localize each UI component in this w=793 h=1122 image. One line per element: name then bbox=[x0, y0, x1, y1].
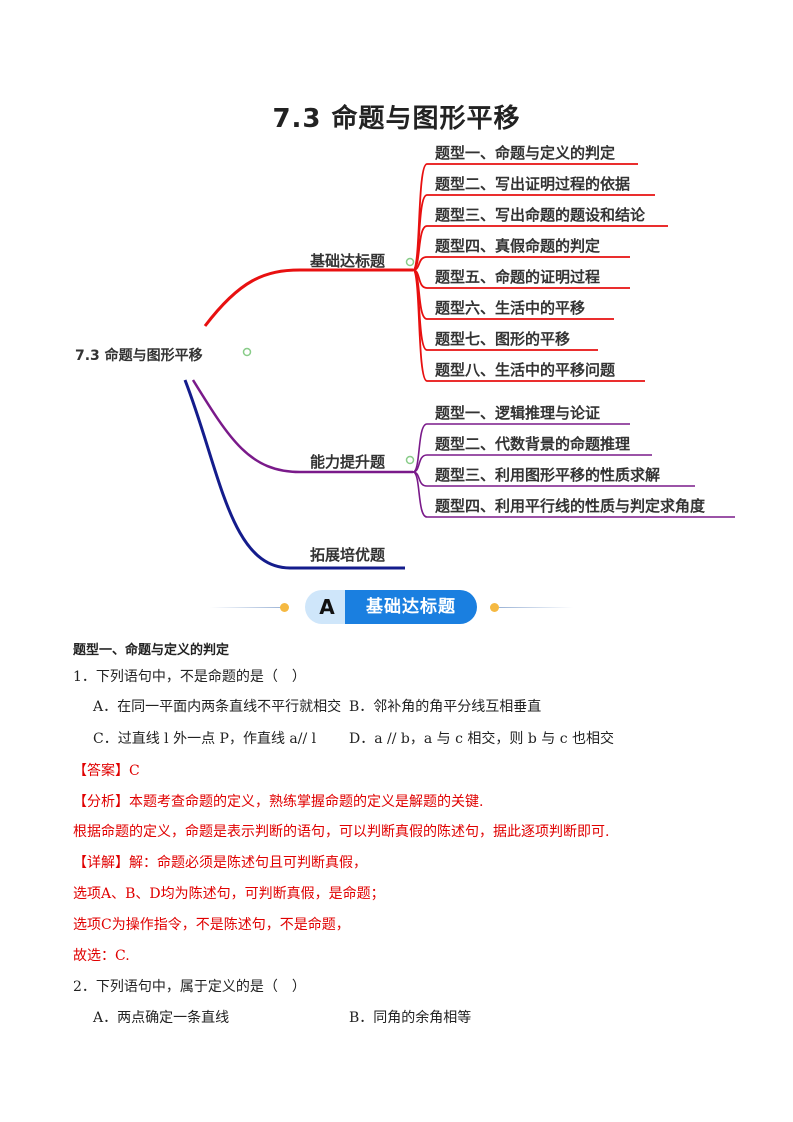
option-b: B．邻补角的角平分线互相垂直 bbox=[349, 699, 542, 715]
mindmap-leaf: 题型四、真假命题的判定 bbox=[435, 237, 601, 255]
detail: 【详解】解：命题必须是陈述句且可判断真假， bbox=[73, 855, 367, 871]
mindmap-leaf: 题型八、生活中的平移问题 bbox=[435, 361, 616, 379]
mindmap-root: 7.3 命题与图形平移 bbox=[75, 348, 203, 364]
mindmap-leaf: 题型二、写出证明过程的依据 bbox=[435, 175, 631, 193]
analysis-text: 根据命题的定义，命题是表示判断的语句，可以判断真假的陈述句，据此逐项判断即可. bbox=[73, 824, 610, 840]
option-a: A．两点确定一条直线 bbox=[93, 1010, 230, 1026]
mindmap-leaf: 题型四、利用平行线的性质与判定求角度 bbox=[435, 497, 706, 515]
branch-line-basic bbox=[203, 268, 413, 327]
option-d: D．a // b，a 与 c 相交，则 b 与 c 也相交 bbox=[349, 731, 615, 747]
detail-text: 故选：C. bbox=[73, 948, 130, 964]
leaf-connector bbox=[412, 269, 645, 382]
banner-dot bbox=[490, 603, 499, 612]
question-stem: 1．下列语句中，不是命题的是（ ） bbox=[73, 669, 306, 685]
collapse-icon bbox=[405, 257, 415, 267]
option-b: B．同角的余角相等 bbox=[349, 1010, 472, 1026]
question-stem: 2．下列语句中，属于定义的是（ ） bbox=[73, 979, 306, 995]
branch-line-ability bbox=[191, 379, 413, 474]
banner-rule-right bbox=[499, 607, 573, 608]
analysis: 【分析】本题考查命题的定义，熟练掌握命题的定义是解题的关键. bbox=[73, 794, 484, 810]
mindmap-leaf: 题型一、逻辑推理与论证 bbox=[435, 404, 601, 422]
mindmap-branch-ability: 能力提升题 bbox=[310, 453, 386, 471]
page-title: 7.3 命题与图形平移 bbox=[272, 104, 521, 134]
leaf-connector bbox=[412, 225, 668, 271]
collapse-icon bbox=[405, 455, 415, 465]
banner-label: 基础达标题 bbox=[345, 590, 477, 624]
mindmap-branch-basic: 基础达标题 bbox=[310, 252, 386, 270]
mindmap-branch-extend: 拓展培优题 bbox=[310, 546, 386, 564]
mindmap-leaf: 题型五、命题的证明过程 bbox=[435, 268, 601, 286]
detail-text: 选项A、B、D均为陈述句，可判断真假，是命题； bbox=[73, 886, 385, 902]
mindmap-leaf: 题型一、命题与定义的判定 bbox=[435, 144, 616, 162]
mindmap-connectors bbox=[183, 163, 735, 570]
banner-letter: A bbox=[305, 590, 349, 624]
mindmap-leaf: 题型七、图形的平移 bbox=[435, 330, 571, 348]
mindmap-leaf: 题型三、利用图形平移的性质求解 bbox=[435, 466, 661, 484]
option-a: A．在同一平面内两条直线不平行就相交 bbox=[93, 699, 342, 715]
detail-text: 选项C为操作指令，不是陈述句，不是命题， bbox=[73, 917, 350, 933]
leaf-connector bbox=[412, 471, 735, 518]
mindmap-leaf: 题型二、代数背景的命题推理 bbox=[435, 435, 631, 453]
answer: 【答案】C bbox=[73, 763, 140, 779]
branch-line-extend bbox=[183, 379, 405, 570]
mindmap-leaf: 题型三、写出命题的题设和结论 bbox=[435, 206, 646, 224]
mindmap-leaf: 题型六、生活中的平移 bbox=[435, 299, 586, 317]
collapse-icon bbox=[242, 347, 252, 357]
banner-dot bbox=[280, 603, 289, 612]
option-c: C．过直线 l 外一点 P，作直线 a// l bbox=[93, 731, 317, 747]
leaf-connector bbox=[412, 454, 652, 473]
banner-rule-left bbox=[210, 607, 284, 608]
section-heading: 题型一、命题与定义的判定 bbox=[73, 643, 230, 658]
